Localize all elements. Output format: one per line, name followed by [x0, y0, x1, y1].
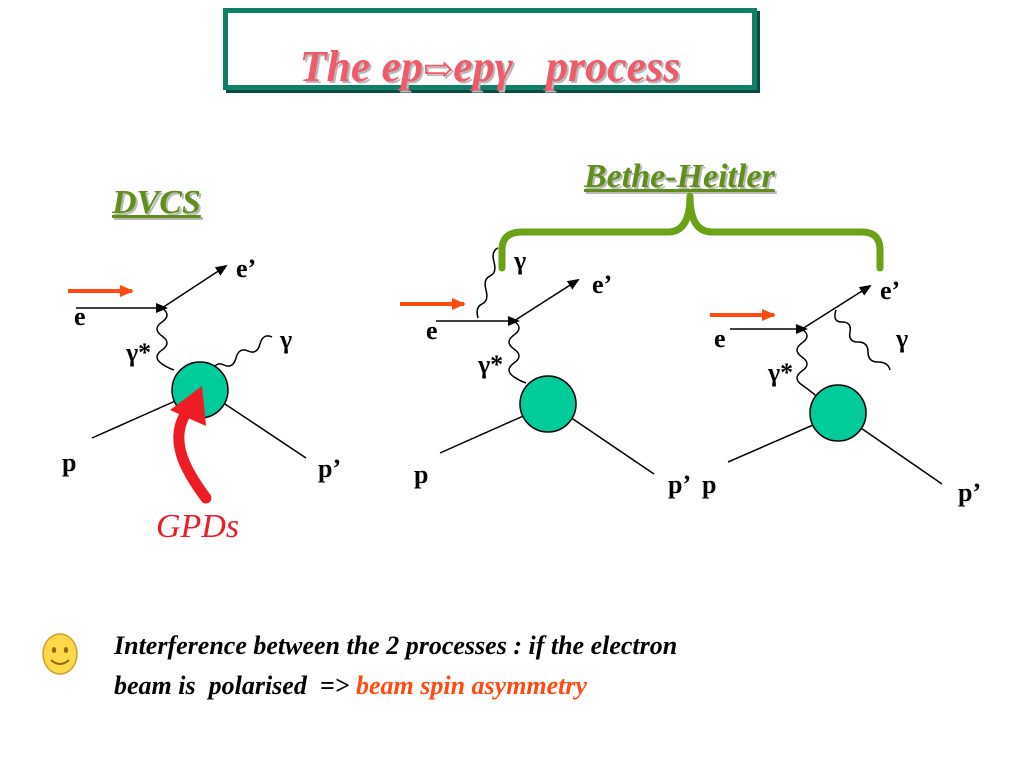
hadron-blob: [809, 384, 867, 442]
bh2-e-out-label: e’: [880, 276, 901, 305]
virtual-photon-line: [508, 320, 527, 384]
beam-spin-asymmetry-text: beam spin asymmetry: [355, 671, 588, 700]
bh1-p-in-label: p: [414, 460, 429, 489]
bh1-p-out-label: p’: [668, 470, 692, 499]
proton-in-line: [439, 412, 531, 454]
electron-out-line: [513, 278, 580, 322]
gpd-arrow-head: [170, 386, 206, 426]
proton-in-line: [727, 421, 821, 463]
bh1-gamma-label: γ: [514, 246, 527, 275]
note-line-1: Interference between the 2 processes : i…: [114, 631, 678, 660]
dvcs-e-in-label: e: [74, 302, 86, 331]
photon-line: [211, 335, 273, 373]
hadron-blob: [519, 375, 577, 433]
interference-note: Interference between the 2 processes : i…: [114, 626, 914, 706]
proton-out-line: [569, 416, 655, 475]
gpds-label: GPDs: [156, 508, 240, 545]
electron-out-line: [801, 284, 872, 330]
bh1-e-out-label: e’: [592, 270, 613, 299]
note-line-2-prefix: beam is polarised =>: [114, 671, 356, 700]
proton-out-line: [221, 401, 307, 459]
bh2-p-out-label: p’: [958, 478, 982, 507]
title-suffix: epγ process: [453, 42, 681, 91]
dvcs-e-out-label: e’: [236, 254, 257, 283]
gpd-arrow: [173, 404, 212, 504]
dvcs-label: DVCS: [112, 184, 201, 221]
bethe-heitler-brace: [498, 192, 884, 272]
slide-title: The ep⇨epγ process: [228, 41, 752, 92]
bh1-gamma-star-label: γ*: [478, 350, 504, 379]
right-arrow-icon: ⇨: [422, 49, 454, 89]
virtual-photon-line: [796, 328, 821, 400]
dvcs-diagram: [68, 264, 307, 504]
bh-diagram-1: [400, 247, 655, 475]
bh2-gamma-label: γ: [896, 324, 909, 353]
bh1-e-in-label: e: [426, 316, 438, 345]
bh-diagram-2: [710, 284, 943, 485]
proton-out-line: [857, 425, 943, 485]
bh2-gamma-star-label: γ*: [768, 358, 794, 387]
bh2-p-in-label: p: [702, 470, 717, 499]
virtual-photon-line: [156, 307, 175, 371]
bethe-heitler-label: Bethe-Heitler: [584, 158, 775, 195]
dvcs-p-out-label: p’: [318, 454, 342, 483]
title-box: The ep⇨epγ process: [223, 8, 757, 92]
title-prefix: The ep: [299, 42, 423, 91]
bh2-e-in-label: e: [714, 324, 726, 353]
note-line-2: beam is polarised => beam spin asymmetry: [114, 666, 914, 706]
smiley-icon: [42, 633, 78, 675]
electron-out-line: [161, 264, 228, 309]
proton-in-line: [91, 397, 183, 439]
dvcs-p-in-label: p: [62, 448, 77, 477]
dvcs-gamma-label: γ: [280, 325, 293, 354]
dvcs-gamma-star-label: γ*: [126, 338, 152, 367]
photon-line: [476, 247, 499, 319]
photon-line: [834, 309, 891, 371]
